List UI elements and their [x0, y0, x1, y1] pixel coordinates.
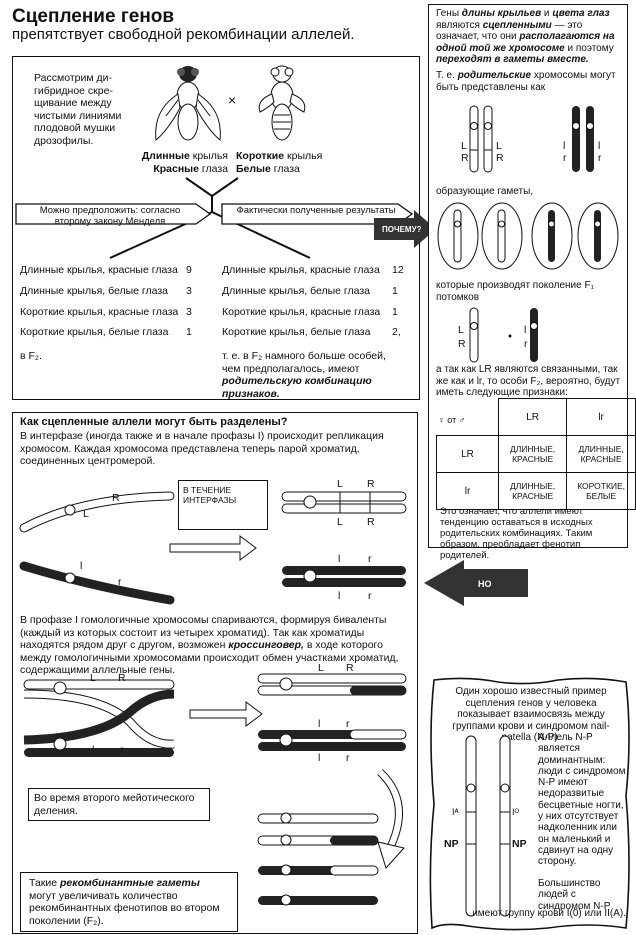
- separation-title: Как сцепленные аллели могут быть разделе…: [20, 416, 288, 429]
- parental-text: Т. е. родительские хромосомы могут быть …: [436, 70, 616, 93]
- gametes-text: образующие гаметы,: [436, 186, 533, 199]
- grid-col-header: LR: [499, 399, 567, 436]
- list-item: Длинные крылья, красные глаза: [222, 264, 380, 277]
- allele-label-r: r: [118, 576, 122, 589]
- list-item-value: 3: [186, 306, 192, 319]
- allele-label-r: r: [368, 553, 372, 566]
- but-arrow: [424, 560, 530, 606]
- allele-label-L: L: [90, 672, 96, 685]
- progeny-text: которые производят поколение F₁ потомков: [436, 280, 616, 303]
- allele-label-L: L: [458, 324, 464, 337]
- list-item: Короткие крылья, белые глаза: [20, 326, 168, 339]
- allele-label-r: r: [598, 152, 602, 165]
- allele-label-l: l: [80, 560, 82, 573]
- grid-row-header: LR: [437, 436, 499, 473]
- list-item-value: 1: [186, 326, 192, 339]
- allele-description: Аллель N-P является доминантным: люди с …: [538, 732, 628, 868]
- allele-label-R: R: [461, 152, 469, 165]
- but-arrow-label: НО: [478, 578, 492, 591]
- list-item: Длинные крылья, белые глаза: [20, 285, 168, 298]
- parental-chromosomes: [440, 100, 620, 180]
- expected-header: Можно предположить: согласно второму зак…: [30, 206, 190, 227]
- list-item-value: 9: [186, 264, 192, 277]
- linkage-intro: Гены длины крыльев и цвета глаз являются…: [436, 8, 622, 66]
- majority-text: Большинство людей с синдромом N-P: [538, 878, 628, 912]
- allele-label-R: R: [346, 662, 354, 675]
- label-np: NP: [512, 838, 527, 851]
- grid-col-header: lr: [567, 399, 636, 436]
- allele-label-l: l: [524, 324, 526, 337]
- np-chromosomes: [440, 734, 530, 920]
- list-item: Длинные крылья, красные глаза: [20, 264, 178, 277]
- expected-note: в F₂.: [20, 350, 42, 363]
- why-arrow-label: ПОЧЕМУ?: [382, 224, 421, 237]
- allele-label-l: l: [563, 140, 565, 153]
- meiosis2-text: Во время второго мейотического деления.: [28, 788, 210, 821]
- allele-label-r: r: [524, 338, 528, 351]
- allele-label-l: l: [318, 752, 320, 765]
- list-item: Короткие крылья, красные глаза: [222, 306, 380, 319]
- allele-label-l: l: [92, 744, 94, 757]
- list-item: Короткие крылья, белые глаза: [222, 326, 370, 339]
- allele-label-L: L: [496, 140, 502, 153]
- allele-label-l: l: [338, 553, 340, 566]
- actual-note: т. е. в F₂ намного больше особей, чем пр…: [222, 350, 407, 400]
- allele-label-r: r: [563, 152, 567, 165]
- conclusion-text: Это означает, что аллели имеют тенденцию…: [440, 506, 622, 561]
- allele-label-R: R: [118, 672, 126, 685]
- f1-chromosomes: [460, 306, 560, 366]
- gametes: [436, 200, 622, 272]
- allele-label-r: r: [346, 752, 350, 765]
- recombinant-text: Такие рекомбинантные гаметы могут увелич…: [20, 872, 238, 932]
- label-io: Iᴼ: [512, 806, 519, 819]
- grid-cell: ДЛИННЫЕ, КРАСНЫЕ: [499, 436, 567, 473]
- allele-label-L: L: [83, 508, 89, 521]
- list-item-value: 1: [392, 285, 398, 298]
- grid-cell: КОРОТКИЕ, БЕЛЫЕ: [567, 473, 636, 510]
- separation-para1: В интерфазе (иногда также и в начале про…: [20, 430, 410, 468]
- allele-label-L: L: [318, 662, 324, 675]
- allele-label-R: R: [458, 338, 466, 351]
- allele-label-l: l: [318, 718, 320, 731]
- allele-label-r: r: [368, 590, 372, 603]
- list-item-value: 12: [392, 264, 404, 277]
- list-item-value: 3: [186, 285, 192, 298]
- allele-label-L: L: [337, 478, 343, 491]
- blood-group-text: имеют группу крови I(0) или II(A).: [440, 908, 626, 921]
- list-item: Длинные крылья, белые глаза: [222, 285, 370, 298]
- allele-label-l: l: [598, 140, 600, 153]
- allele-label-r: r: [120, 744, 124, 757]
- allele-label-R: R: [496, 152, 504, 165]
- list-item-value: 2,: [392, 326, 401, 339]
- allele-label-L: L: [337, 516, 343, 529]
- list-item: Короткие крылья, красные глаза: [20, 306, 178, 319]
- interphase-chromosomes: [20, 490, 420, 610]
- label-np: NP: [444, 838, 459, 851]
- list-item-value: 1: [392, 306, 398, 319]
- allele-label-l: l: [338, 590, 340, 603]
- grid-cell: ДЛИННЫЕ, КРАСНЫЕ: [567, 436, 636, 473]
- allele-label-R: R: [367, 478, 375, 491]
- actual-header: Фактически полученные результаты: [236, 206, 396, 217]
- allele-label-R: R: [367, 516, 375, 529]
- since-text: а так как LR являются связанными, так же…: [436, 364, 622, 399]
- grid-cell: ДЛИННЫЕ, КРАСНЫЕ: [499, 473, 567, 510]
- punnett-grid: LR lr LR ДЛИННЫЕ, КРАСНЫЕ ДЛИННЫЕ, КРАСН…: [436, 398, 636, 510]
- grid-row-header: lr: [437, 473, 499, 510]
- allele-label-R: R: [112, 492, 120, 505]
- allele-label-r: r: [346, 718, 350, 731]
- label-ia: Iᴬ: [452, 806, 459, 819]
- allele-label-L: L: [461, 140, 467, 153]
